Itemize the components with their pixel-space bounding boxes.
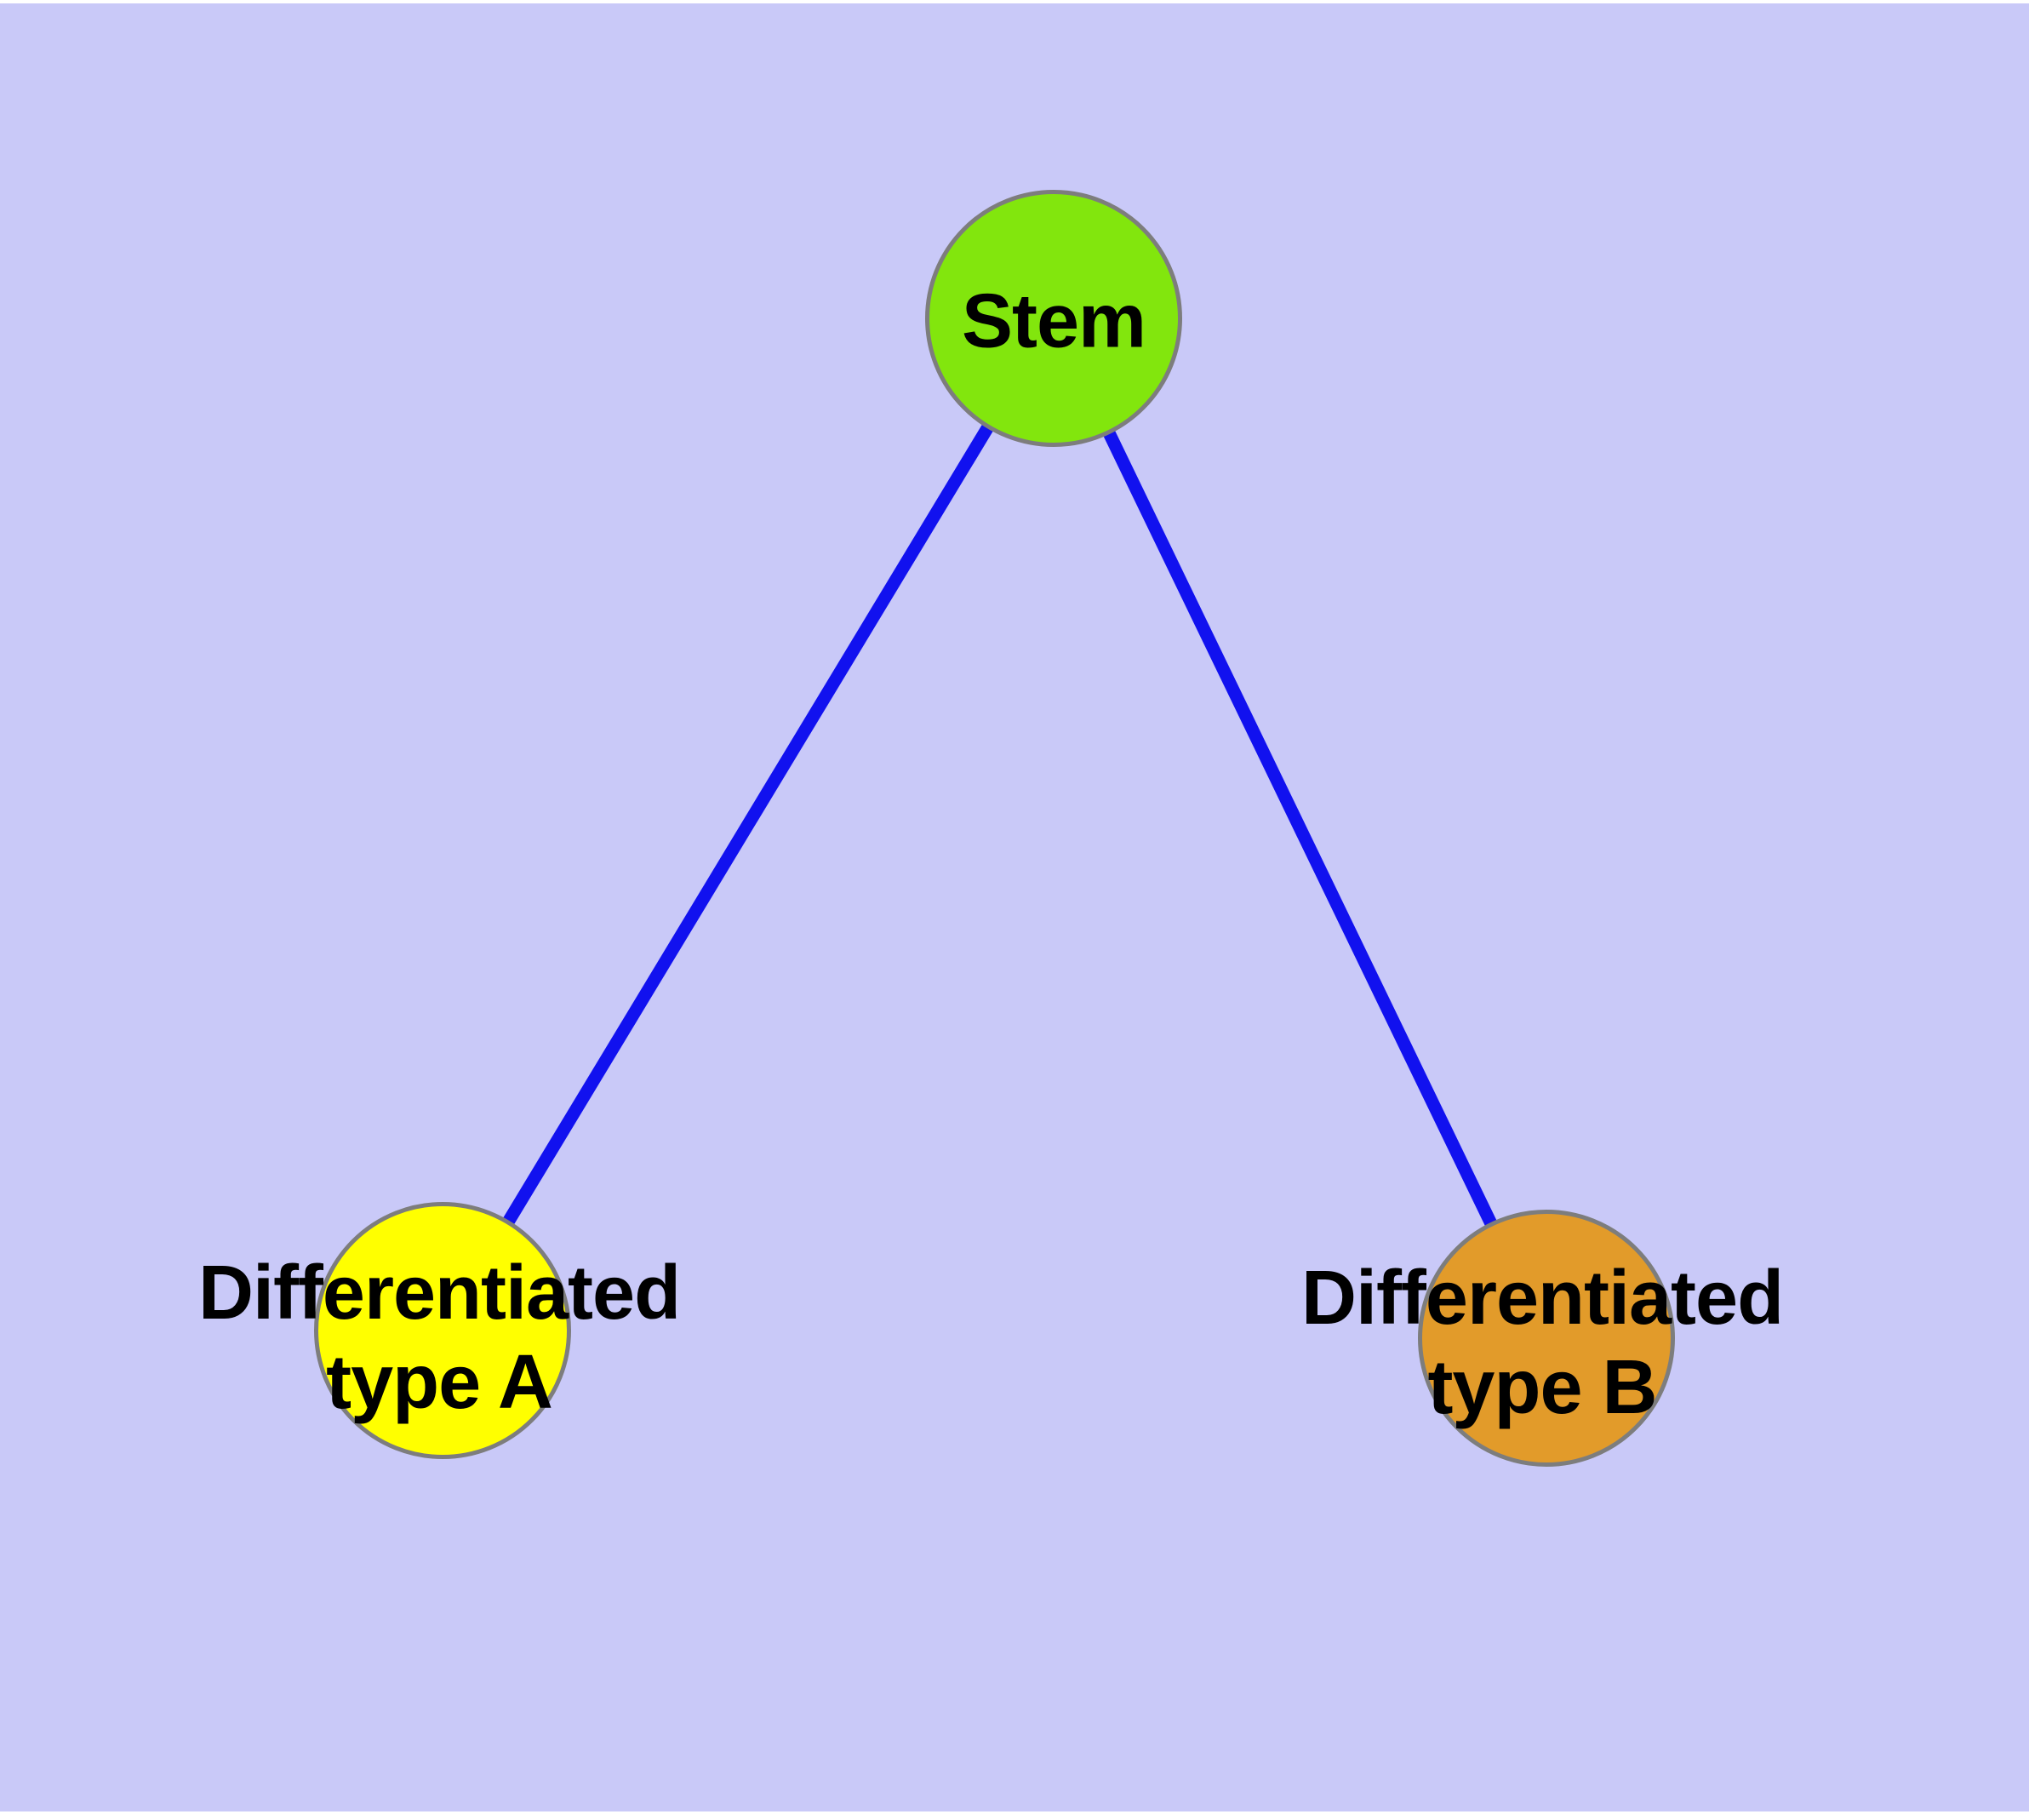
canvas-top-edge [0, 0, 2029, 3]
node-differentiated-type-b-circle[interactable] [1418, 1210, 1675, 1467]
node-differentiated-type-a-circle[interactable] [314, 1202, 571, 1459]
canvas-bottom-edge [0, 1811, 2029, 1820]
edge-stem-to-type-a[interactable] [437, 315, 1060, 1334]
node-stem-circle[interactable] [925, 190, 1182, 447]
edge-stem-to-type-b[interactable] [1048, 315, 1552, 1342]
